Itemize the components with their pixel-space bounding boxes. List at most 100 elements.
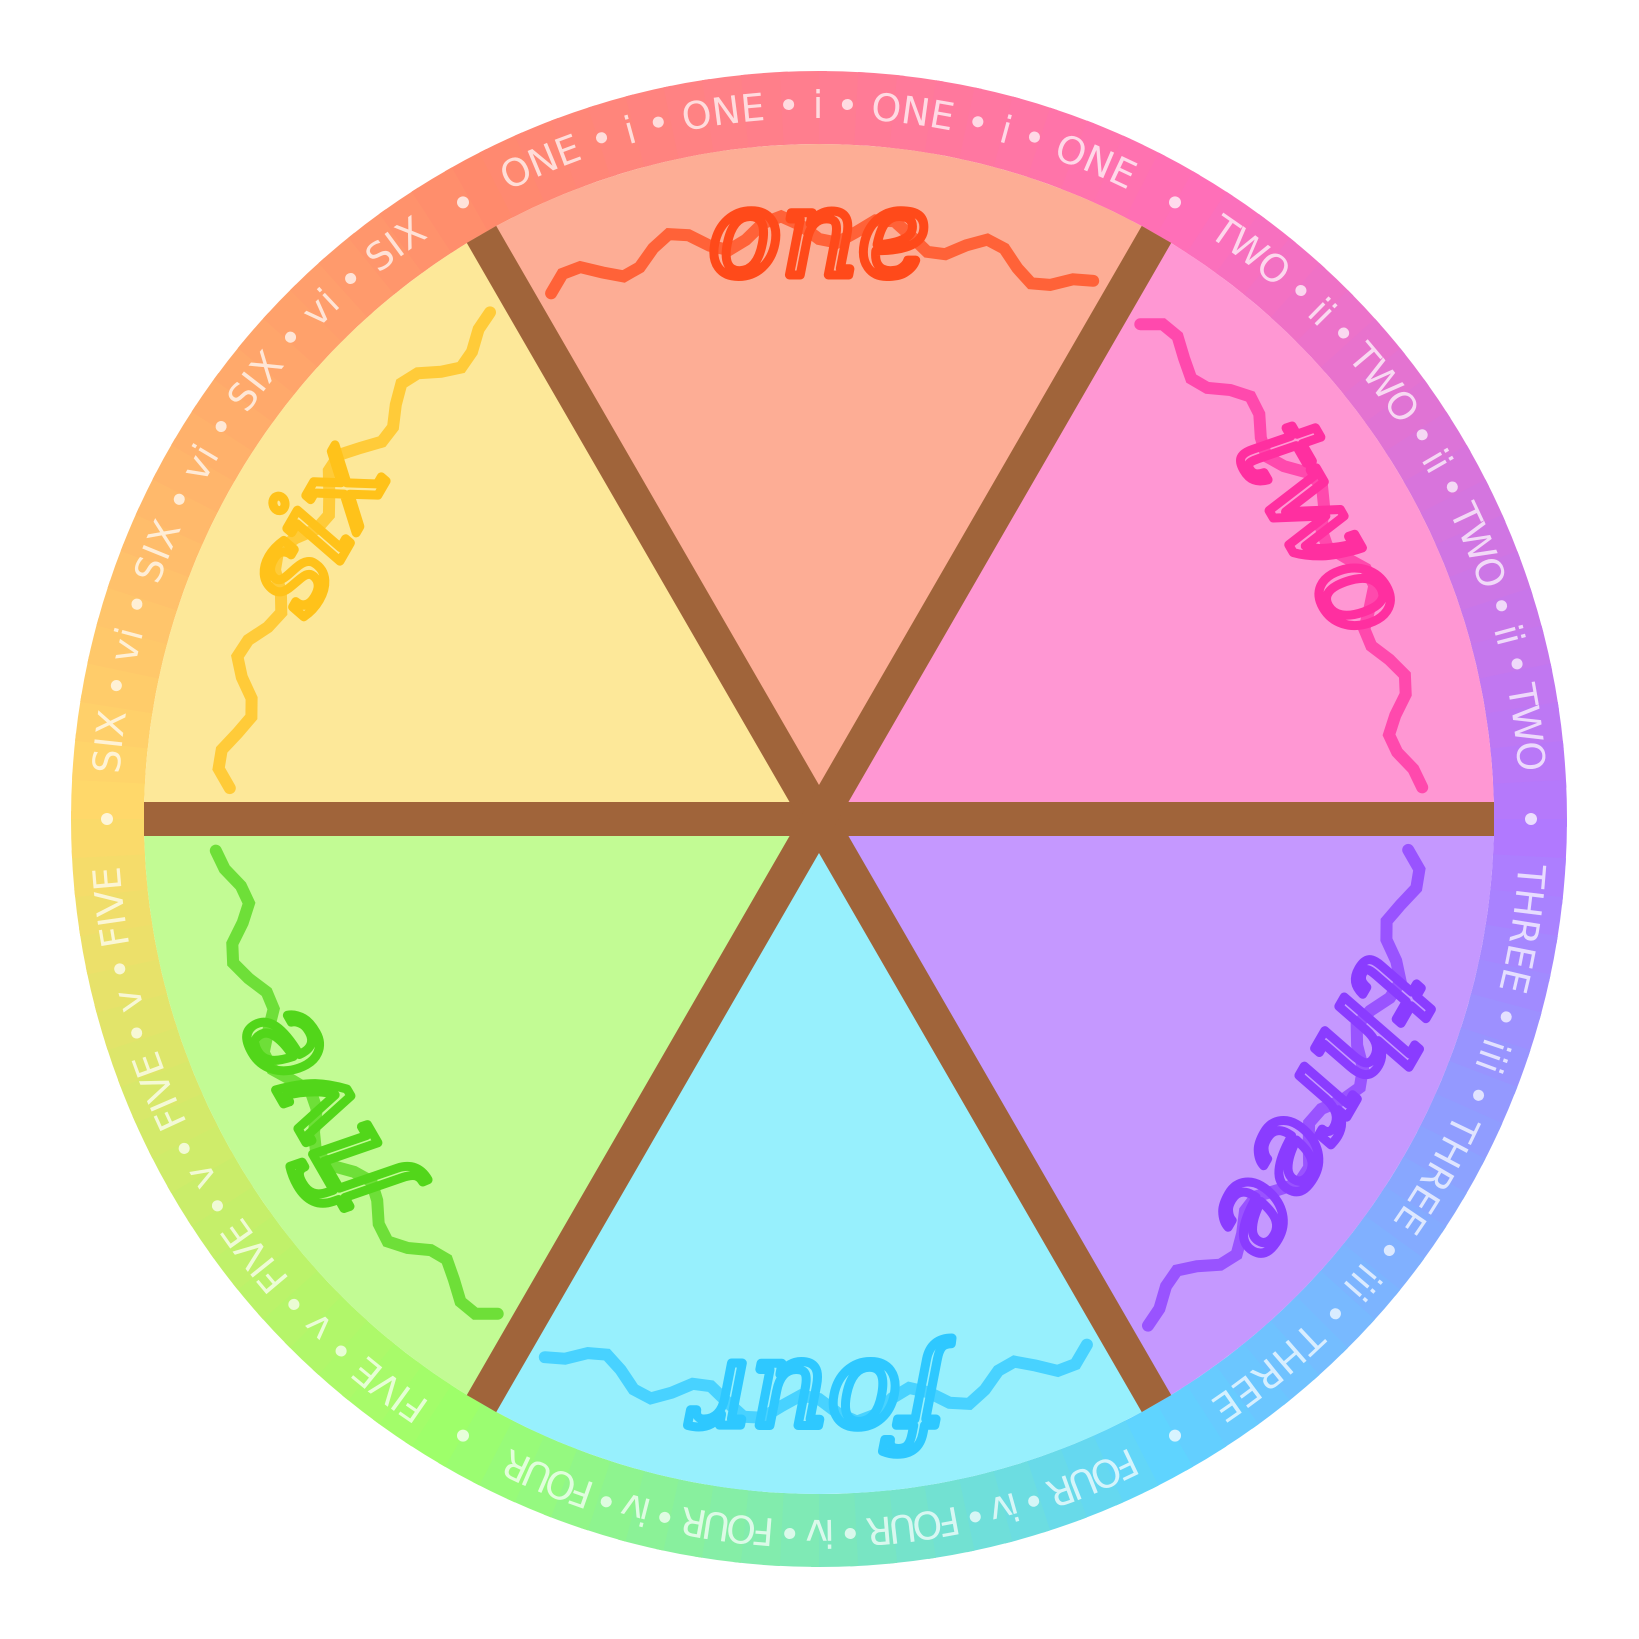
rim-slice — [514, 117, 584, 203]
rim-slice — [819, 71, 866, 146]
rim-slice — [1446, 1027, 1531, 1095]
rim-slice — [580, 1458, 645, 1542]
segment-five — [144, 819, 819, 1406]
rim-slice — [373, 1360, 452, 1447]
rim-slice — [507, 1432, 578, 1518]
script-word-four: four — [687, 1334, 953, 1473]
rim-slice — [312, 1315, 395, 1401]
rim-slice — [1435, 514, 1521, 584]
rim-slice — [1265, 1296, 1348, 1381]
rim-slice — [1093, 135, 1166, 221]
spoke — [466, 225, 1172, 1413]
rim-slice — [993, 96, 1058, 180]
ring-separator-dot — [457, 1429, 469, 1442]
rim-slice — [1320, 318, 1406, 400]
rim-slice — [1243, 237, 1326, 323]
rim-slice — [1291, 1270, 1375, 1354]
rim-slice — [213, 342, 299, 423]
rim-slice — [779, 71, 827, 145]
rim-slice — [120, 507, 206, 578]
rim-slice — [149, 1119, 235, 1193]
rim-slice — [117, 1054, 203, 1124]
rim-slice — [811, 1493, 859, 1567]
rim-slice — [1315, 1243, 1401, 1326]
rim-slice — [379, 187, 458, 273]
rim-slice — [167, 1150, 253, 1227]
rim-slice — [1125, 152, 1200, 238]
ring-separator-dot — [1169, 1429, 1181, 1442]
script-flourish-six — [212, 306, 496, 795]
spokes — [144, 225, 1494, 1413]
rim-slice — [191, 373, 278, 452]
rim-slice — [1485, 701, 1564, 756]
rim-slice — [1490, 740, 1567, 791]
outer-rim — [71, 71, 1567, 1567]
rim-slice — [1492, 819, 1567, 866]
rim-slice — [237, 312, 323, 395]
rim-slice — [107, 543, 192, 611]
rim-slice — [1270, 263, 1354, 347]
ring-separator-dot — [1169, 196, 1181, 209]
rim-slice — [1420, 479, 1506, 551]
rim-slice — [187, 1180, 273, 1259]
rim-slice — [135, 472, 221, 545]
script-flourish-four — [538, 1338, 1093, 1429]
rim-slice — [1365, 379, 1451, 458]
rim-slice — [1296, 290, 1381, 373]
rim-slice — [71, 772, 146, 819]
rim-slice — [74, 882, 153, 937]
segment-three — [819, 819, 1494, 1406]
rim-slice — [847, 1490, 898, 1567]
rim-slice — [445, 149, 519, 235]
rim-slice — [405, 1381, 482, 1467]
segment-two — [819, 232, 1494, 819]
rim-slice — [263, 284, 347, 368]
rim-slice — [701, 74, 756, 153]
rim-slice — [1119, 1403, 1193, 1489]
rim-slice — [1186, 191, 1265, 278]
rim-slice — [1210, 1343, 1290, 1429]
rim-slice — [1215, 213, 1296, 299]
rim-slice — [209, 1210, 295, 1290]
segments — [144, 144, 1494, 1494]
script-flourish-five — [209, 844, 504, 1320]
rim-slice — [1458, 993, 1542, 1058]
rim-slice — [1385, 411, 1471, 488]
rim-slice — [96, 580, 180, 645]
rim-slice — [543, 1446, 611, 1531]
rim-slice — [171, 405, 257, 482]
rim-slice — [1054, 1435, 1124, 1521]
segment-one — [480, 144, 1158, 819]
rim-slice — [71, 811, 145, 859]
rim-slice — [1238, 1320, 1320, 1406]
rim-slice — [132, 1087, 218, 1159]
segment-six — [144, 232, 819, 819]
rim-slice — [1339, 1215, 1425, 1296]
rim-slice — [772, 1492, 819, 1567]
rim-slice — [740, 71, 791, 148]
rim-slice — [257, 1265, 342, 1348]
script-word-one: one — [709, 165, 930, 304]
rim-slice — [1027, 107, 1095, 192]
rim-slice — [1381, 1156, 1467, 1233]
rim-slice — [1360, 1186, 1447, 1265]
rim-slice — [1432, 1060, 1518, 1131]
rim-slice — [348, 209, 428, 295]
rim-slice — [232, 1238, 318, 1320]
rim-slice — [152, 438, 238, 513]
rim-slice — [472, 1417, 545, 1503]
rim-slice — [1417, 1093, 1503, 1166]
rim-slice — [318, 232, 400, 318]
ring-separator-dot — [457, 196, 469, 209]
rim-slice — [438, 1400, 513, 1486]
rim-slice — [1403, 445, 1489, 519]
rim-slice — [1156, 171, 1233, 257]
rim-slice — [284, 1291, 368, 1375]
rim-slice — [1060, 120, 1131, 206]
rim-slice — [342, 1339, 423, 1425]
rim-slice — [290, 257, 373, 342]
rim-slice — [479, 132, 551, 218]
rim-slice — [1180, 1365, 1259, 1451]
rim-slice — [882, 1485, 937, 1564]
